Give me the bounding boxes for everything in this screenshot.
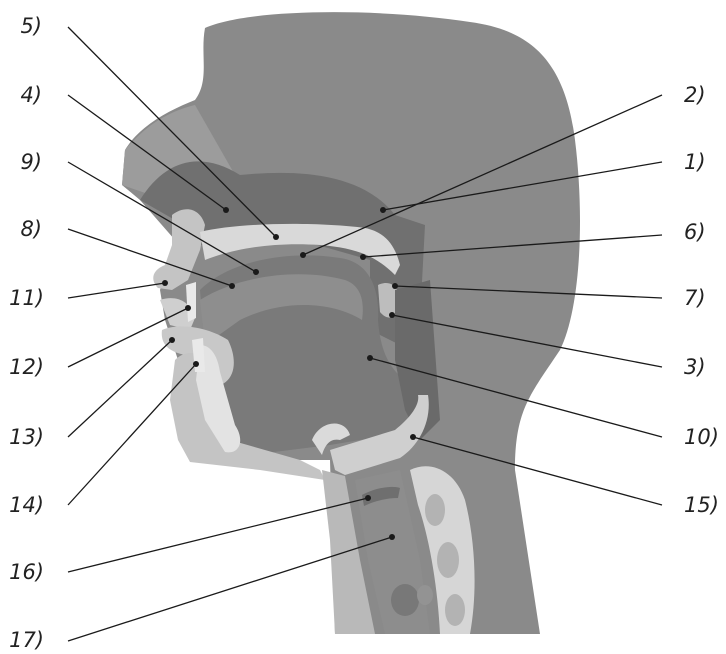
label-16: 16)	[6, 562, 44, 583]
dot-6	[360, 254, 366, 260]
label-5: 5)	[10, 16, 42, 37]
label-14: 14)	[6, 495, 44, 516]
dot-10	[367, 355, 373, 361]
vertebra-3	[445, 594, 465, 626]
label-7: 7)	[684, 288, 706, 309]
label-13: 13)	[6, 427, 44, 448]
label-12: 12)	[6, 357, 44, 378]
esophagus-blob-1	[391, 584, 419, 616]
leader-11	[68, 283, 165, 298]
leader-16	[68, 498, 368, 572]
dot-15	[410, 434, 416, 440]
dot-7	[392, 283, 398, 289]
dot-16	[365, 495, 371, 501]
label-1: 1)	[684, 152, 706, 173]
dot-13	[169, 337, 175, 343]
label-4: 4)	[10, 85, 42, 106]
label-9: 9)	[10, 152, 42, 173]
dot-14	[193, 361, 199, 367]
dot-11	[162, 280, 168, 286]
label-11: 11)	[6, 288, 44, 309]
dot-17	[389, 534, 395, 540]
label-17: 17)	[6, 630, 44, 651]
leader-13	[68, 340, 172, 437]
label-10: 10)	[684, 427, 719, 448]
dot-1	[380, 207, 386, 213]
dot-5	[273, 234, 279, 240]
vertebra-1	[425, 494, 445, 526]
label-8: 8)	[10, 219, 42, 240]
dot-4	[223, 207, 229, 213]
esophagus-blob-2	[417, 585, 433, 605]
label-6: 6)	[684, 222, 706, 243]
dot-3	[389, 312, 395, 318]
dot-9	[253, 269, 259, 275]
label-2: 2)	[684, 85, 706, 106]
label-15: 15)	[684, 495, 719, 516]
dot-8	[229, 283, 235, 289]
dot-2	[300, 252, 306, 258]
leader-14	[68, 364, 196, 505]
dot-12	[185, 305, 191, 311]
label-3: 3)	[684, 357, 706, 378]
vertebra-2	[437, 542, 459, 578]
